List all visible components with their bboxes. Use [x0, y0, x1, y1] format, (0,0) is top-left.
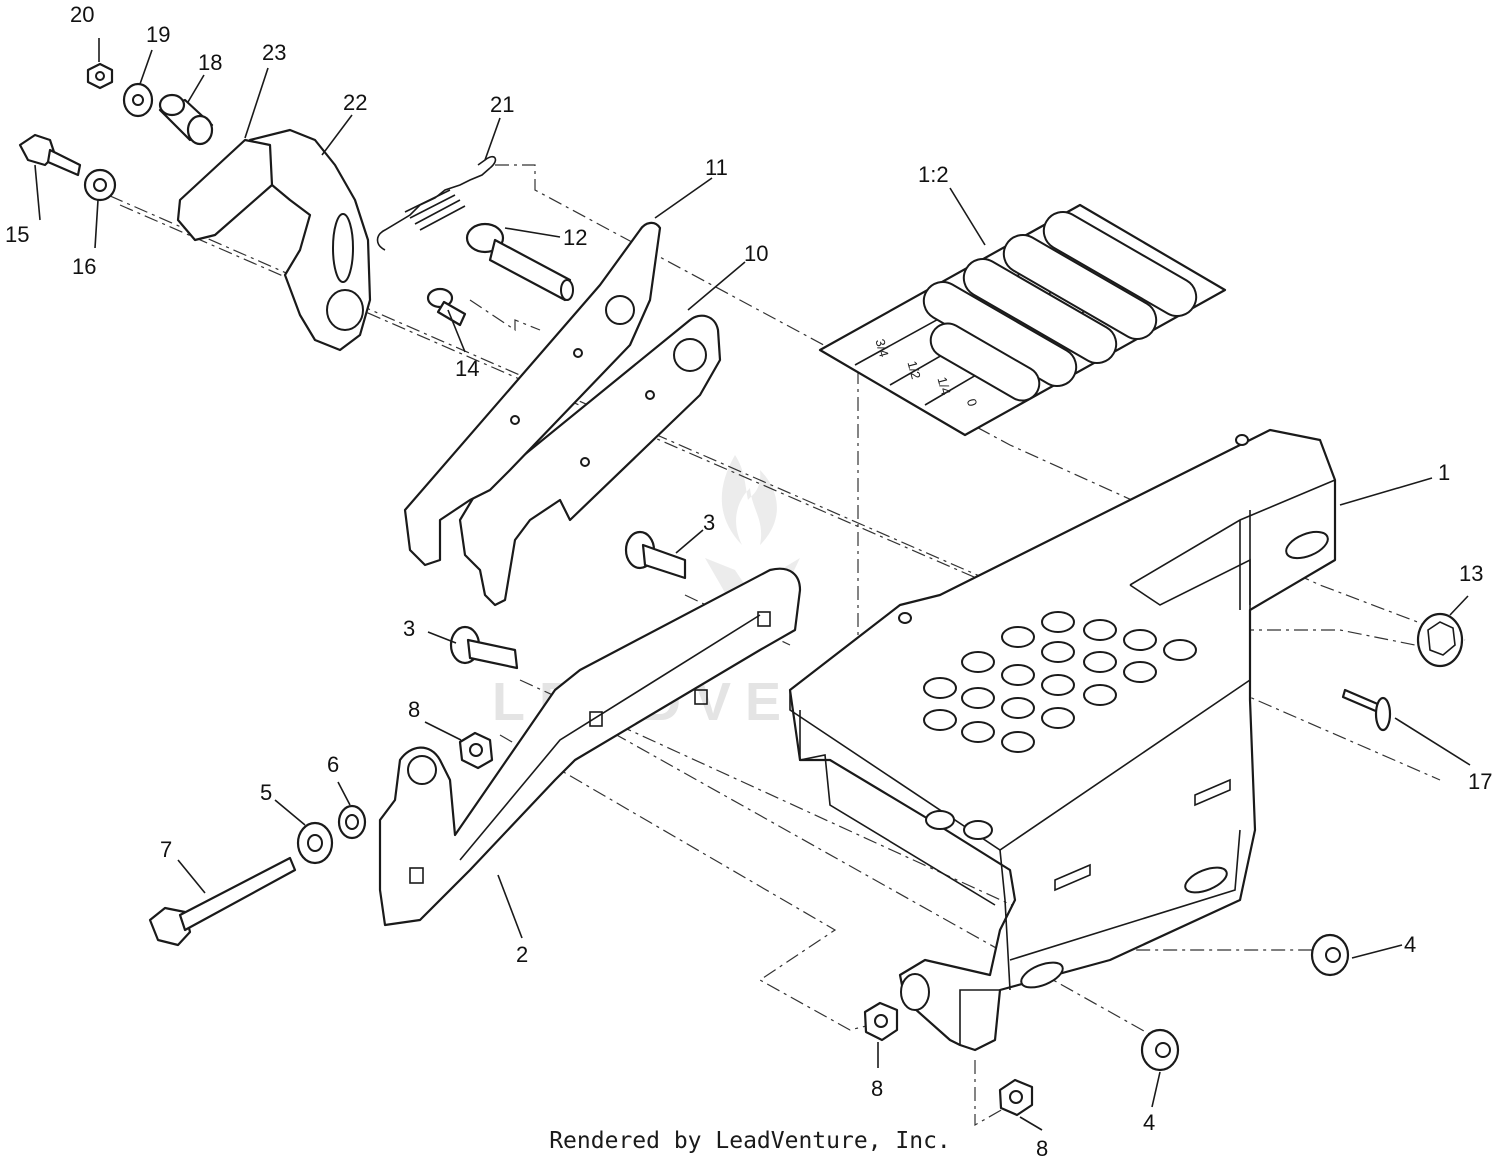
callout-18: 18: [198, 50, 222, 75]
part-5-washer: [296, 821, 334, 865]
part-1-main-frame: [788, 428, 1337, 1052]
callout-22: 22: [343, 90, 367, 115]
callout-3: 3: [703, 510, 715, 535]
callout-5: 5: [260, 780, 272, 805]
callout-20: 20: [70, 2, 94, 27]
callout-8: 8: [1036, 1136, 1048, 1161]
callout-12: 12: [563, 225, 587, 250]
part-14-bolt: [426, 287, 467, 327]
part-22-latch: [248, 128, 372, 352]
part-13-flange-nut: [1416, 612, 1464, 668]
callout-8: 8: [871, 1076, 883, 1101]
part-20-nut: [86, 62, 114, 90]
callout-13: 13: [1459, 561, 1483, 586]
leader-lines: [34, 38, 1471, 1131]
part-8-nut: [863, 1001, 899, 1042]
part-15-shoulder-bolt: [18, 133, 82, 177]
part-11-lift-arm: [403, 221, 662, 567]
callout-1-2: 1:2: [918, 162, 949, 187]
decal-label: 3/4: [873, 337, 892, 358]
callout-labels: 20 19 18 23 22 21 15 16 12 11 14 10 1:2 …: [5, 2, 1492, 1161]
callout-11: 11: [705, 155, 728, 180]
part-3-carriage-bolt: [624, 530, 687, 580]
callout-19: 19: [146, 22, 170, 47]
callout-2: 2: [516, 942, 528, 967]
callout-15: 15: [5, 222, 29, 247]
callout-4: 4: [1404, 932, 1416, 957]
part-4-flange-nut: [1140, 1028, 1180, 1072]
callout-1: 1: [1438, 460, 1450, 485]
part-19-washer: [122, 82, 154, 118]
footer-credit: Rendered by LeadVenture, Inc.: [0, 1128, 1500, 1154]
assembly-axes: [84, 164, 1466, 1127]
callout-23: 23: [262, 40, 286, 65]
part-1-2-decal: 3/4 1/2 1/4 0: [818, 203, 1227, 437]
callout-21: 21: [490, 92, 514, 117]
part-17-clevis-pin: [1341, 688, 1392, 732]
part-8-nut: [458, 731, 494, 770]
part-10-lift-arm: [458, 314, 722, 607]
decal-label: 1/4: [935, 375, 954, 396]
part-4-flange-nut: [1310, 933, 1350, 977]
callout-6: 6: [327, 752, 339, 777]
part-2-bracket: [378, 567, 802, 927]
render-credit-text: Rendered by LeadVenture, Inc.: [549, 1128, 951, 1154]
part-6-spacer: [337, 804, 367, 840]
part-18-spacer: [158, 93, 214, 146]
callout-17: 17: [1468, 769, 1492, 794]
callout-7: 7: [160, 837, 172, 862]
callout-10: 10: [744, 241, 768, 266]
part-3-carriage-bolt: [449, 625, 519, 670]
callout-8: 8: [408, 697, 420, 722]
callout-14: 14: [455, 356, 479, 381]
callout-4: 4: [1143, 1110, 1155, 1135]
part-16-washer: [83, 168, 117, 202]
decal-label: 0: [964, 397, 980, 408]
part-8-nut: [998, 1078, 1034, 1117]
callout-16: 16: [72, 254, 96, 279]
callout-3: 3: [403, 616, 415, 641]
part-23-pad: [176, 138, 274, 242]
part-7-hex-bolt: [148, 856, 297, 947]
decal-label: 1/2: [905, 359, 924, 380]
part-12-pivot-pin: [465, 222, 574, 302]
